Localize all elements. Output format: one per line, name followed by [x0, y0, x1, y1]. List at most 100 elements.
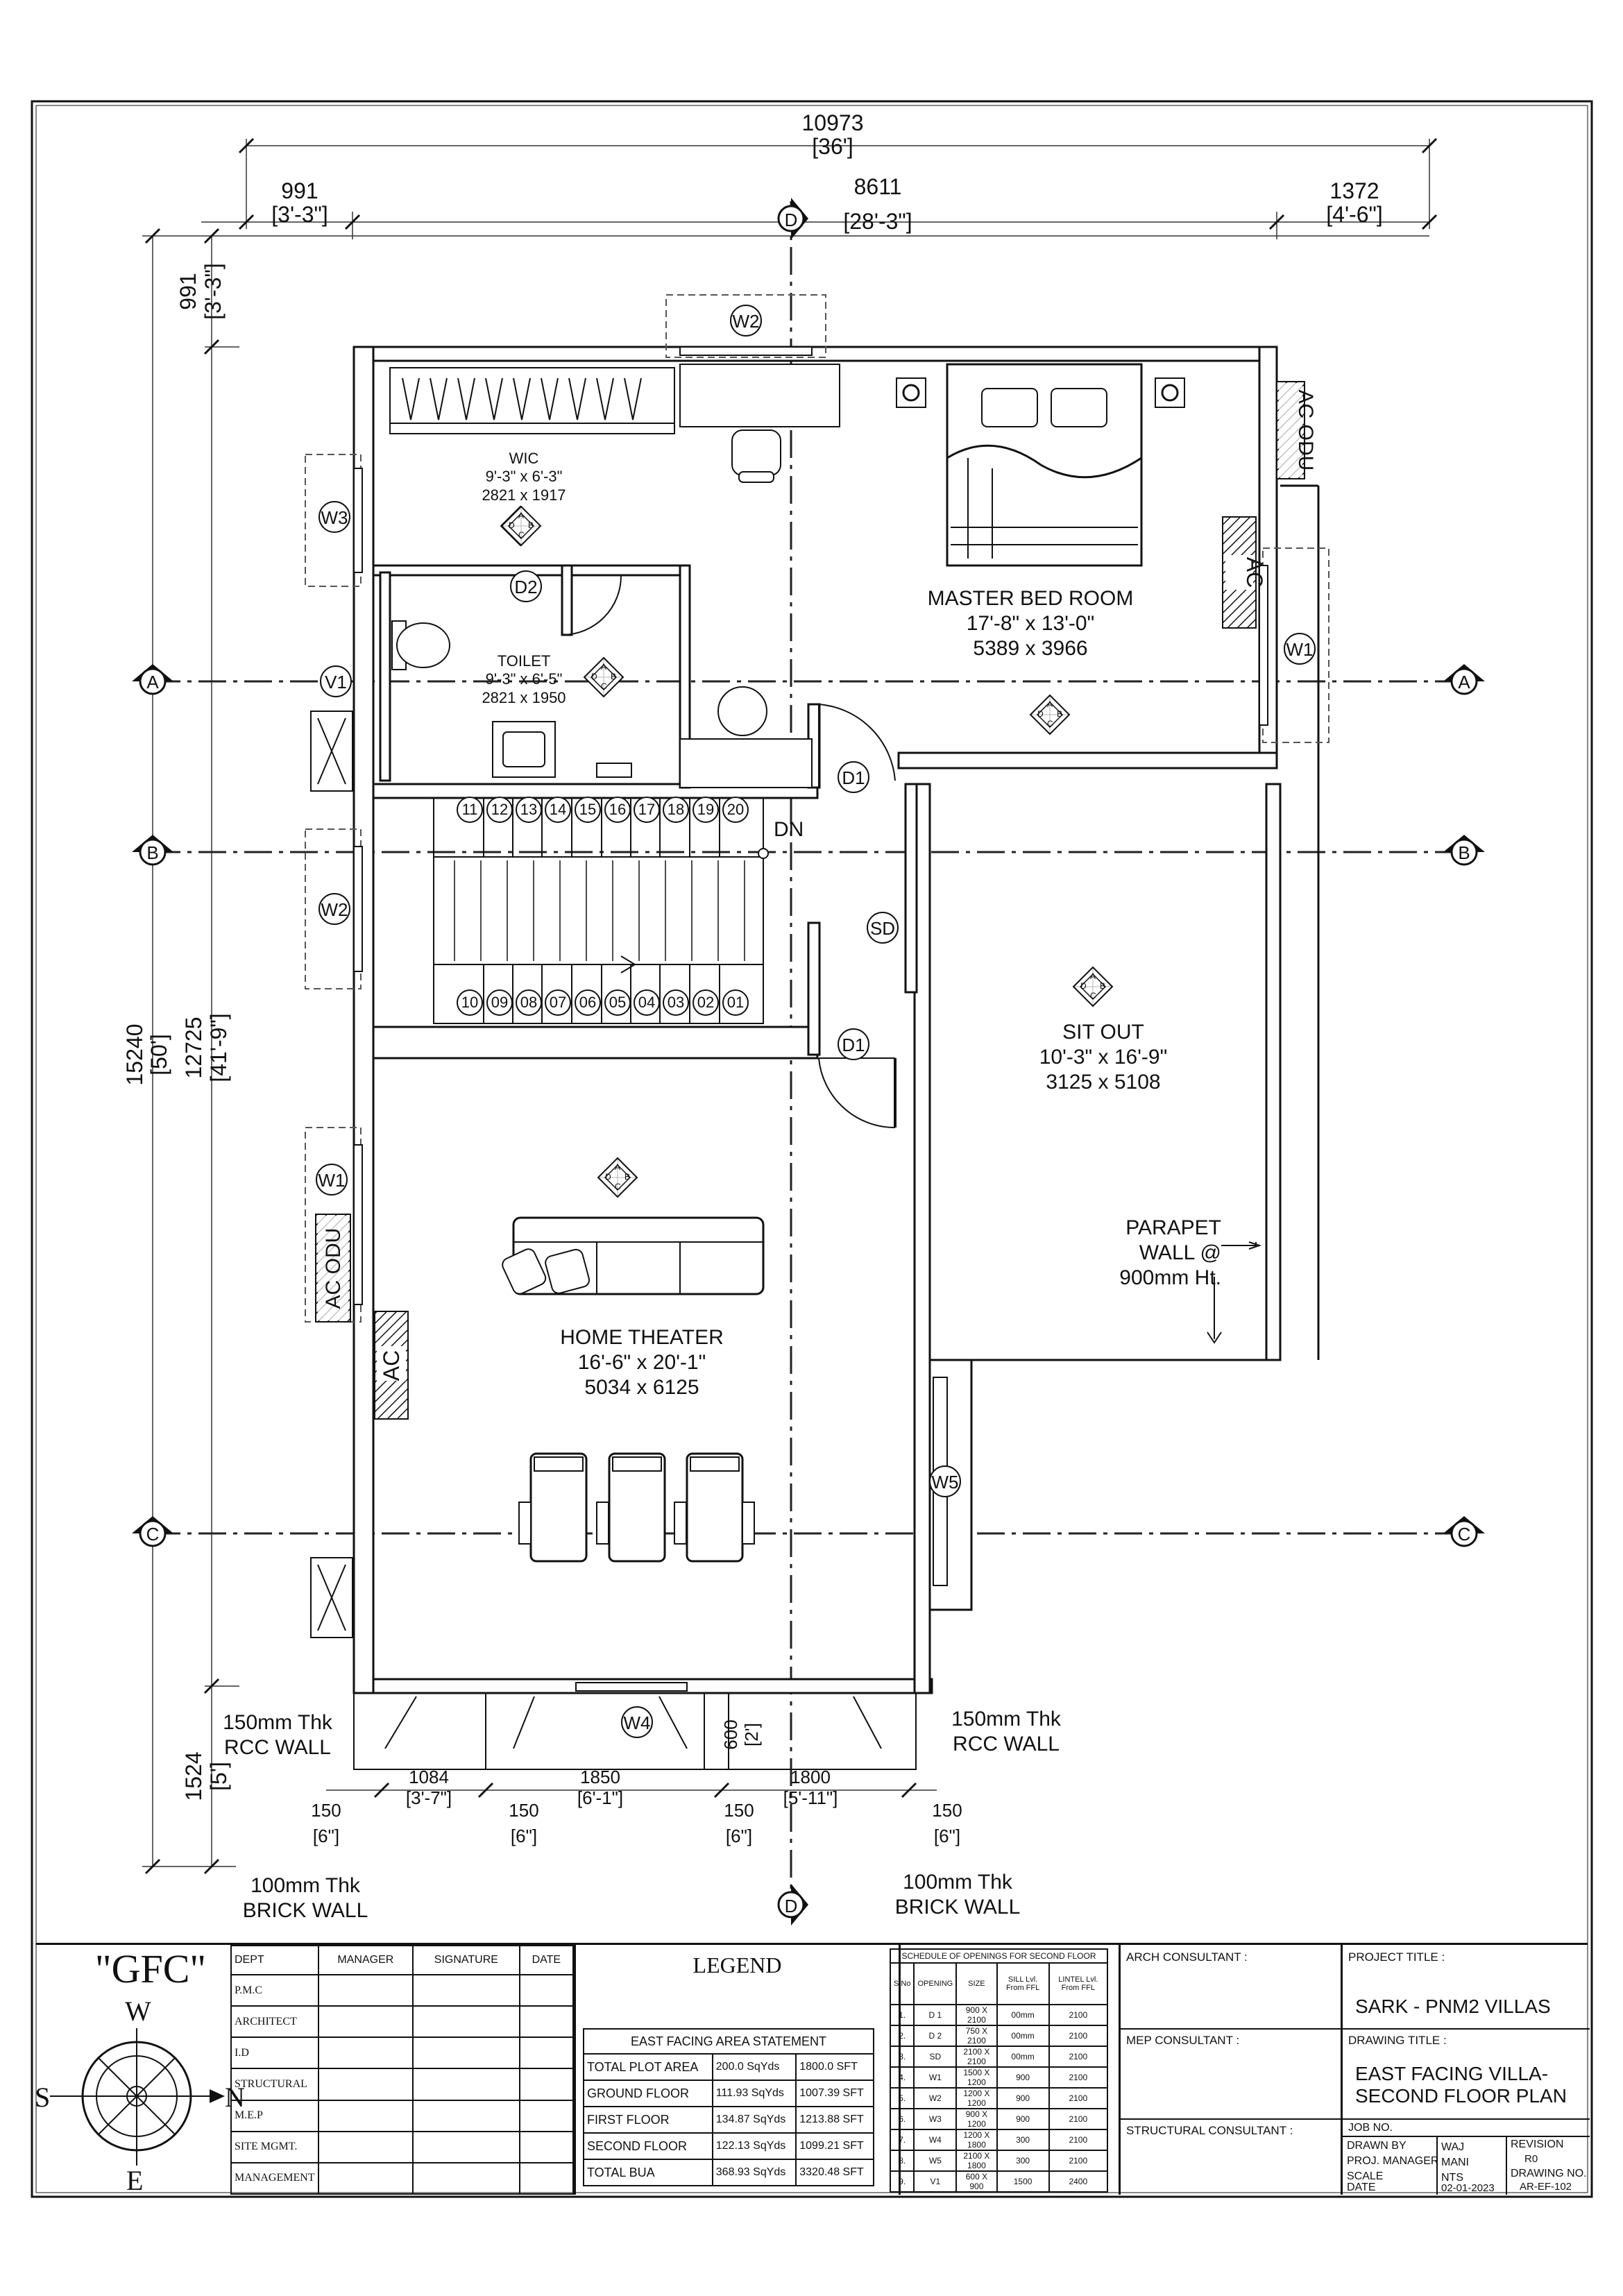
schedule-cell: 3. — [889, 2046, 915, 2068]
scale-label: SCALE — [1347, 2170, 1384, 2182]
dim-b1: 1084 — [409, 1767, 449, 1787]
level-marker-letter: C — [1047, 719, 1053, 729]
signature-header: SIGNATURE — [412, 1944, 520, 1976]
arch-consultant: ARCH CONSULTANT : — [1126, 1950, 1248, 1964]
schedule-cell: 2100 — [1048, 2150, 1109, 2172]
compass: W S N E — [35, 1996, 245, 2196]
tag-w4: W4 — [624, 1712, 651, 1733]
dim-b4: 600 — [720, 1719, 741, 1749]
proj-manager-label: PROJ. MANAGER — [1347, 2155, 1439, 2167]
dim-top-offset-ft: [3'-3"] — [201, 263, 226, 320]
legend-title: LEGEND — [692, 1953, 782, 1978]
level-marker-letter: B — [624, 1172, 631, 1182]
level-marker-letter: A — [1090, 971, 1096, 981]
legend-panel: LEGEND EAST FACING AREA STATEMENT TOTAL … — [574, 1945, 901, 2195]
stair-step-number: 03 — [663, 989, 689, 1016]
level-marker-letter: A — [601, 662, 607, 672]
room-toilet-size-ft: 9'-3" x 6'-5" — [485, 670, 563, 688]
schedule-cell: 9. — [889, 2170, 915, 2193]
dept-manager-cell — [317, 2005, 414, 2039]
tag-d1-top: D1 — [842, 767, 865, 788]
schedule-header: OPENING — [913, 1962, 958, 2005]
project-title-label: PROJECT TITLE : — [1348, 1950, 1445, 1964]
room-sitout-size-ft: 10'-3" x 16'-9" — [1039, 1046, 1168, 1069]
schedule-cell: 8. — [889, 2150, 915, 2172]
staircase — [433, 797, 769, 1024]
grid-bubble-c-right: C — [1458, 1524, 1471, 1545]
schedule-cell: 600 X 900 — [955, 2170, 998, 2193]
stair-step-number: 19 — [692, 797, 719, 823]
dim-top-offset: 991 — [176, 273, 201, 309]
sheet-border — [31, 100, 1593, 2198]
dim-150-2: 150 — [509, 1800, 538, 1821]
schedule-cell: 00mm — [996, 2046, 1050, 2068]
level-marker-letter: D — [1037, 709, 1044, 719]
area-cell: 368.93 SqYds — [711, 2159, 797, 2186]
consultants-panel: ARCH CONSULTANT : MEP CONSULTANT : STRUC… — [1119, 1945, 1343, 2195]
level-marker-letter: D — [509, 520, 515, 530]
stair-step-number: 13 — [516, 797, 542, 823]
note-rcc-left-line2: RCC WALL — [224, 1736, 331, 1759]
sofa — [502, 1216, 765, 1295]
room-master-size-ft: 17'-8" x 13'-0" — [966, 612, 1095, 635]
compass-west: W — [125, 1996, 151, 2027]
note-rcc-wall-right: 150mm Thk RCC WALL — [933, 1707, 1079, 1757]
dim-b3-ft: [5'-11"] — [783, 1787, 838, 1808]
dim-b2-ft: [6'-1"] — [577, 1787, 623, 1808]
schedule-cell: 00mm — [996, 2004, 1050, 2026]
left-dimensions: 991 [3'-3"] 15240 [50'] 12725 [41'-9"] 1… — [122, 228, 1429, 1875]
schedule-cell: W3 — [913, 2108, 958, 2130]
drawn-by-label: DRAWN BY — [1347, 2140, 1407, 2152]
stair-step-number: 09 — [486, 989, 513, 1016]
room-wic: WIC 9'-3" x 6'-3" 2821 x 1917 — [479, 450, 569, 504]
schedule-cell: 4. — [889, 2066, 915, 2089]
room-theater-size-mm: 5034 x 6125 — [584, 1376, 699, 1399]
room-home-theater: HOME THEATER 16'-6" x 20'-1" 5034 x 6125 — [527, 1325, 756, 1400]
dim-overall-width: 10973 — [802, 110, 864, 135]
dept-name: STRUCTURAL — [230, 2068, 319, 2101]
room-toilet-name: TOILET — [497, 652, 551, 670]
bottom-dimensions: 1084 [3'-7"] 1850 [6'-1"] 1800 [5'-11"] … — [311, 1719, 962, 1846]
schedule-cell: 2100 X 1800 — [955, 2150, 998, 2172]
dept-signature-cell — [412, 2130, 520, 2163]
area-cell: TOTAL BUA — [583, 2159, 713, 2186]
tag-w3: W3 — [321, 507, 348, 528]
label-ac-master: AC — [1242, 557, 1267, 588]
area-cell: FIRST FLOOR — [583, 2106, 713, 2134]
stair-step-number: 20 — [722, 797, 749, 823]
dept-name: I.D — [230, 2036, 319, 2070]
grid-bubble-d-top: D — [785, 210, 798, 230]
stair-step-number: 08 — [516, 989, 542, 1016]
area-cell: TOTAL PLOT AREA — [583, 2053, 713, 2081]
dim-150-3: 150 — [724, 1800, 754, 1821]
area-cell: 3320.48 SFT — [795, 2159, 874, 2186]
dept-signature-cell — [412, 2161, 520, 2195]
room-wic-size-ft: 9'-3" x 6'-3" — [485, 468, 563, 486]
revision-value: R0 — [1524, 2153, 1538, 2165]
grid-bubble-a-left: A — [146, 672, 159, 692]
drawing-title: EAST FACING VILLA- SECOND FLOOR PLAN — [1355, 2063, 1567, 2107]
schedule-cell: 900 X 2100 — [955, 2004, 998, 2026]
stair-step-number: 16 — [604, 797, 631, 823]
dept-manager-cell — [317, 2161, 414, 2195]
dept-row: M.E.P — [230, 2099, 575, 2132]
dept-row: I.D — [230, 2036, 575, 2070]
schedule-cell: 2100 — [1048, 2087, 1109, 2109]
grid-bubble-b-right: B — [1458, 842, 1470, 863]
area-cell: 1800.0 SFT — [795, 2053, 874, 2081]
area-cell: 1213.88 SFT — [795, 2106, 874, 2134]
schedule-cell: 2100 — [1048, 2066, 1109, 2089]
schedule-header: SIZE — [955, 1962, 998, 2005]
note-brick-right-line1: 100mm Thk — [903, 1871, 1012, 1894]
level-marker-letter: B — [1100, 981, 1106, 991]
dept-name: M.E.P — [230, 2099, 319, 2132]
schedule-cell: 900 X 1200 — [955, 2108, 998, 2130]
